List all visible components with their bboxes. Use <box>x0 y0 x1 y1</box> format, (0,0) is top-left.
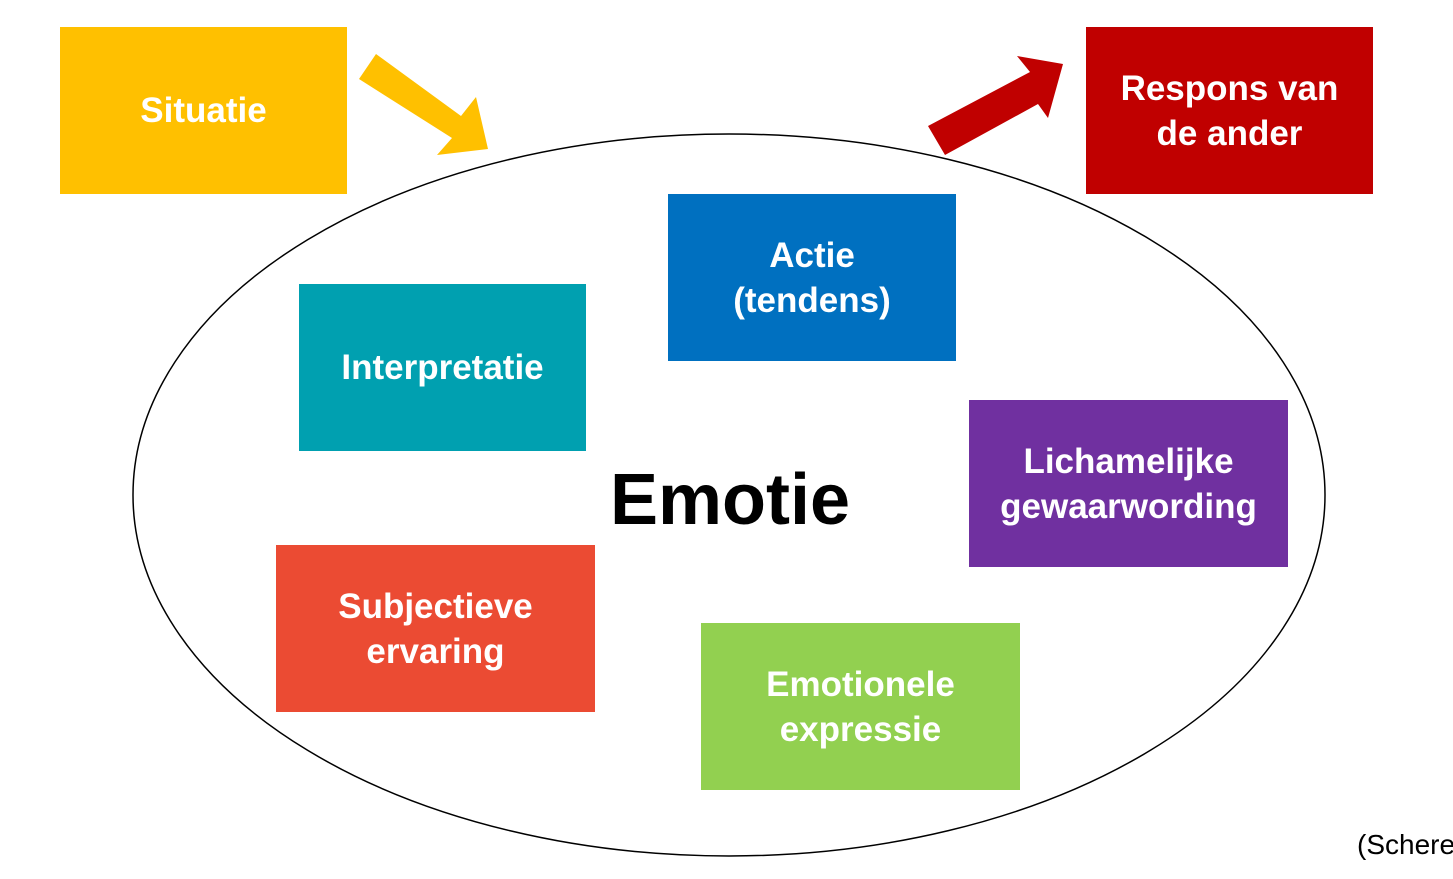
emotionele-box: Emotionele expressie <box>701 623 1020 790</box>
subjectieve-label: Subjectieve ervaring <box>338 586 533 671</box>
lichamelijke-box: Lichamelijke gewaarwording <box>969 400 1288 567</box>
subjectieve-box: Subjectieve ervaring <box>276 545 595 712</box>
respons-box: Respons van de ander <box>1086 27 1373 194</box>
situatie-label: Situatie <box>140 91 267 130</box>
lichamelijke-label: Lichamelijke gewaarwording <box>1000 441 1257 526</box>
situatie-box: Situatie <box>60 27 347 194</box>
arrow-situatie-to-emotie <box>359 54 488 155</box>
respons-label: Respons van de ander <box>1120 68 1339 153</box>
emotionele-label: Emotionele expressie <box>766 664 955 749</box>
actie-box: Actie (tendens) <box>668 194 956 361</box>
arrow-emotie-to-respons <box>928 56 1063 155</box>
citation-text: (Schere <box>1357 829 1453 860</box>
interpretatie-box: Interpretatie <box>299 284 586 451</box>
interpretatie-label: Interpretatie <box>341 348 544 387</box>
emotie-title: Emotie <box>609 460 851 540</box>
actie-label: Actie (tendens) <box>733 235 891 320</box>
